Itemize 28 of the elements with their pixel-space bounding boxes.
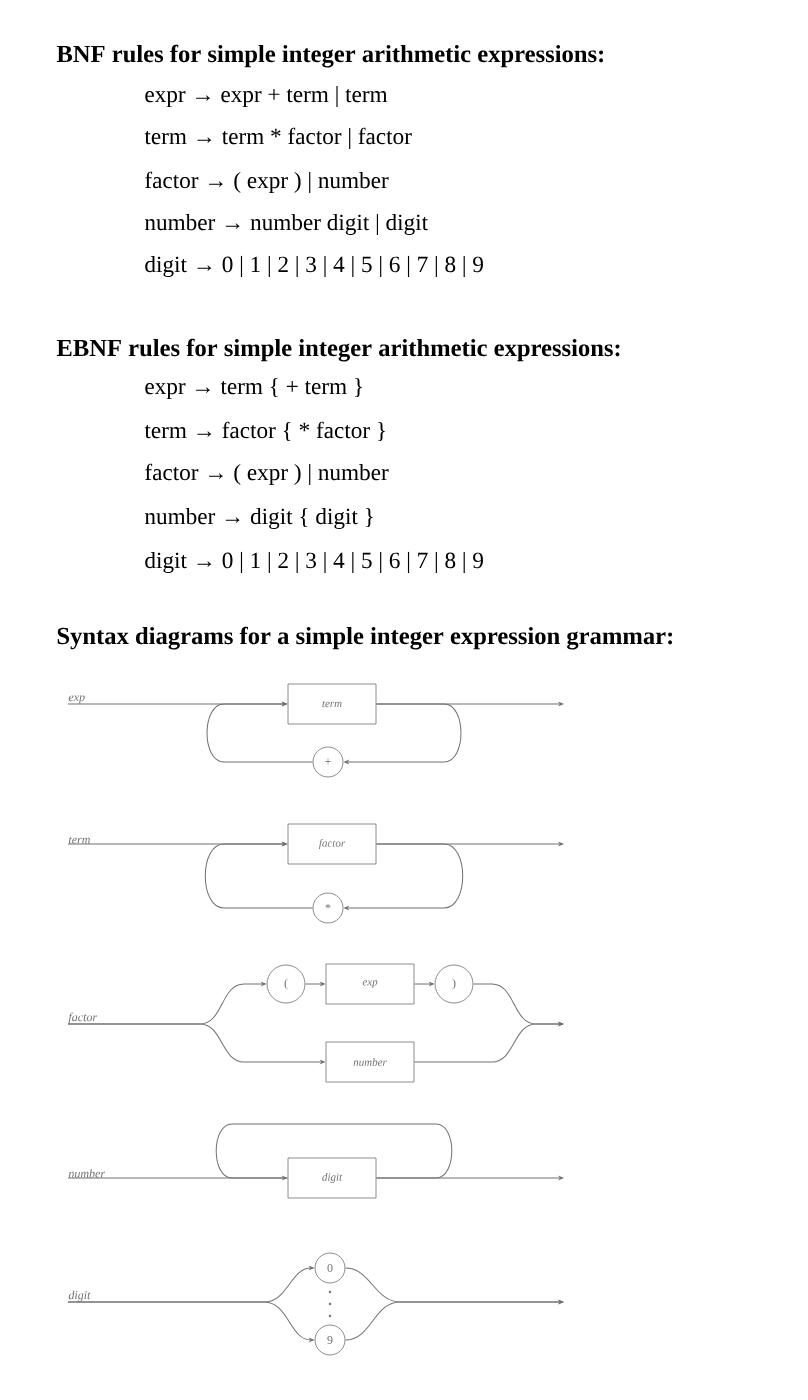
arrow xyxy=(375,702,564,706)
grammar-rule: term → term * factor | factor xyxy=(144,127,412,149)
arrow xyxy=(304,982,325,986)
grammar-rule: expr → term { + term } xyxy=(145,377,362,399)
arrow xyxy=(375,1176,564,1180)
heading: Syntax diagrams for a simple integer expression grammar: xyxy=(57,626,673,650)
arrow xyxy=(344,1300,564,1341)
arrow xyxy=(375,842,564,846)
grammar-rule: term → factor { * factor } xyxy=(144,421,385,442)
arrow xyxy=(413,1022,564,1063)
grammar-rule: factor → ( expr ) | number xyxy=(145,171,389,193)
grammar-rule: digit → 0 | 1 | 2 | 3 | 4 | 5 | 6 | 7 | 8 | 9 xyxy=(145,551,483,573)
heading: BNF rules for simple integer arithmetic expressions: xyxy=(56,44,604,68)
arrow xyxy=(413,982,434,986)
grammar-rule: number → number digit | digit xyxy=(144,213,428,235)
grammar-rule: digit → 0 | 1 | 2 | 3 | 4 | 5 | 6 | 7 | 8 | 9 xyxy=(145,255,483,277)
loop-line xyxy=(215,1123,453,1179)
arrow xyxy=(344,703,462,764)
heading: EBNF rules for simple integer arithmetic expressions: xyxy=(56,338,620,362)
arrow xyxy=(67,1176,287,1180)
arrow xyxy=(204,842,314,909)
grammar-rule: factor → ( expr ) | number xyxy=(145,463,389,485)
arrow xyxy=(344,843,464,910)
grammar-rule: expr → expr + term | term xyxy=(145,85,388,107)
grammar-rule: number → digit { digit } xyxy=(144,507,373,529)
arrow xyxy=(67,1301,314,1342)
arrow xyxy=(206,702,314,763)
arrow xyxy=(67,1023,325,1064)
